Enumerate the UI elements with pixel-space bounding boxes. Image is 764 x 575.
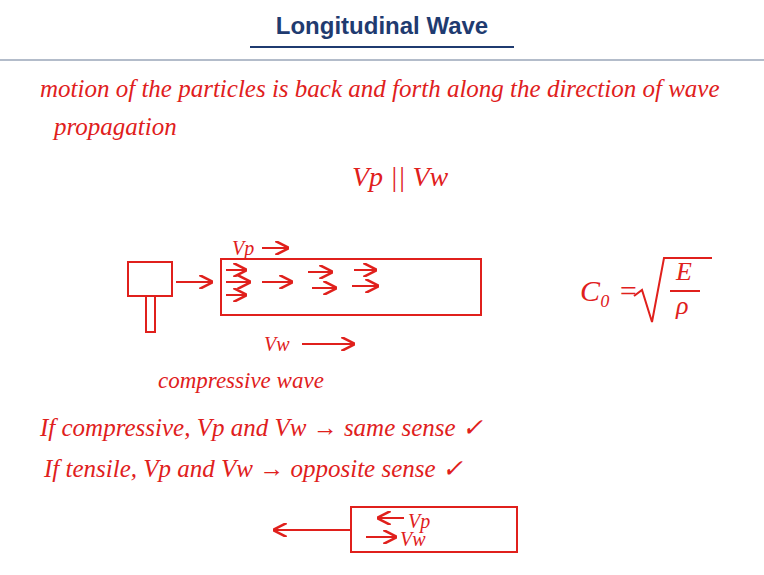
velocity-label: Vp xyxy=(408,511,430,531)
page-title: Longitudinal Wave xyxy=(0,12,764,40)
particle-arrow xyxy=(312,287,336,289)
hammer-handle xyxy=(146,296,155,332)
particle-arrow xyxy=(354,269,376,271)
particle-arrow xyxy=(226,281,250,283)
hammer-head xyxy=(128,262,172,296)
velocity-arrow xyxy=(262,247,288,249)
note-text: If compressive, Vp and Vw → same sense ✓ xyxy=(40,414,483,442)
particle-arrow xyxy=(226,294,246,296)
particle-arrow xyxy=(352,285,378,287)
velocity-arrow xyxy=(366,536,396,538)
bar-specimen: VpVw xyxy=(350,506,518,553)
note-text: If tensile, Vp and Vw → opposite sense ✓ xyxy=(44,455,463,483)
sqrt-sign xyxy=(634,258,712,322)
velocity-label: Vw xyxy=(264,334,290,354)
velocity-arrow xyxy=(378,517,404,519)
particle-arrow xyxy=(262,281,292,283)
bar-specimen: VpVw xyxy=(220,258,482,316)
particle-arrow xyxy=(308,271,332,273)
wave-caption: compressive wave xyxy=(158,368,324,393)
formula-text: C₀ = xyxy=(580,274,638,307)
velocity-label: Vw xyxy=(400,529,426,549)
note-text: motion of the particles is back and fort… xyxy=(40,70,738,145)
particle-arrow xyxy=(226,269,246,271)
formula-text: ρ xyxy=(676,292,688,321)
velocity-label: Vp xyxy=(232,238,254,258)
velocity-arrow xyxy=(302,343,354,345)
pull-arrow xyxy=(274,529,350,531)
title-underline xyxy=(250,46,514,48)
impact-arrow xyxy=(176,281,212,283)
header-rule xyxy=(0,59,764,61)
relation-text: Vp || Vw xyxy=(352,162,448,193)
formula-text: E xyxy=(676,258,692,287)
